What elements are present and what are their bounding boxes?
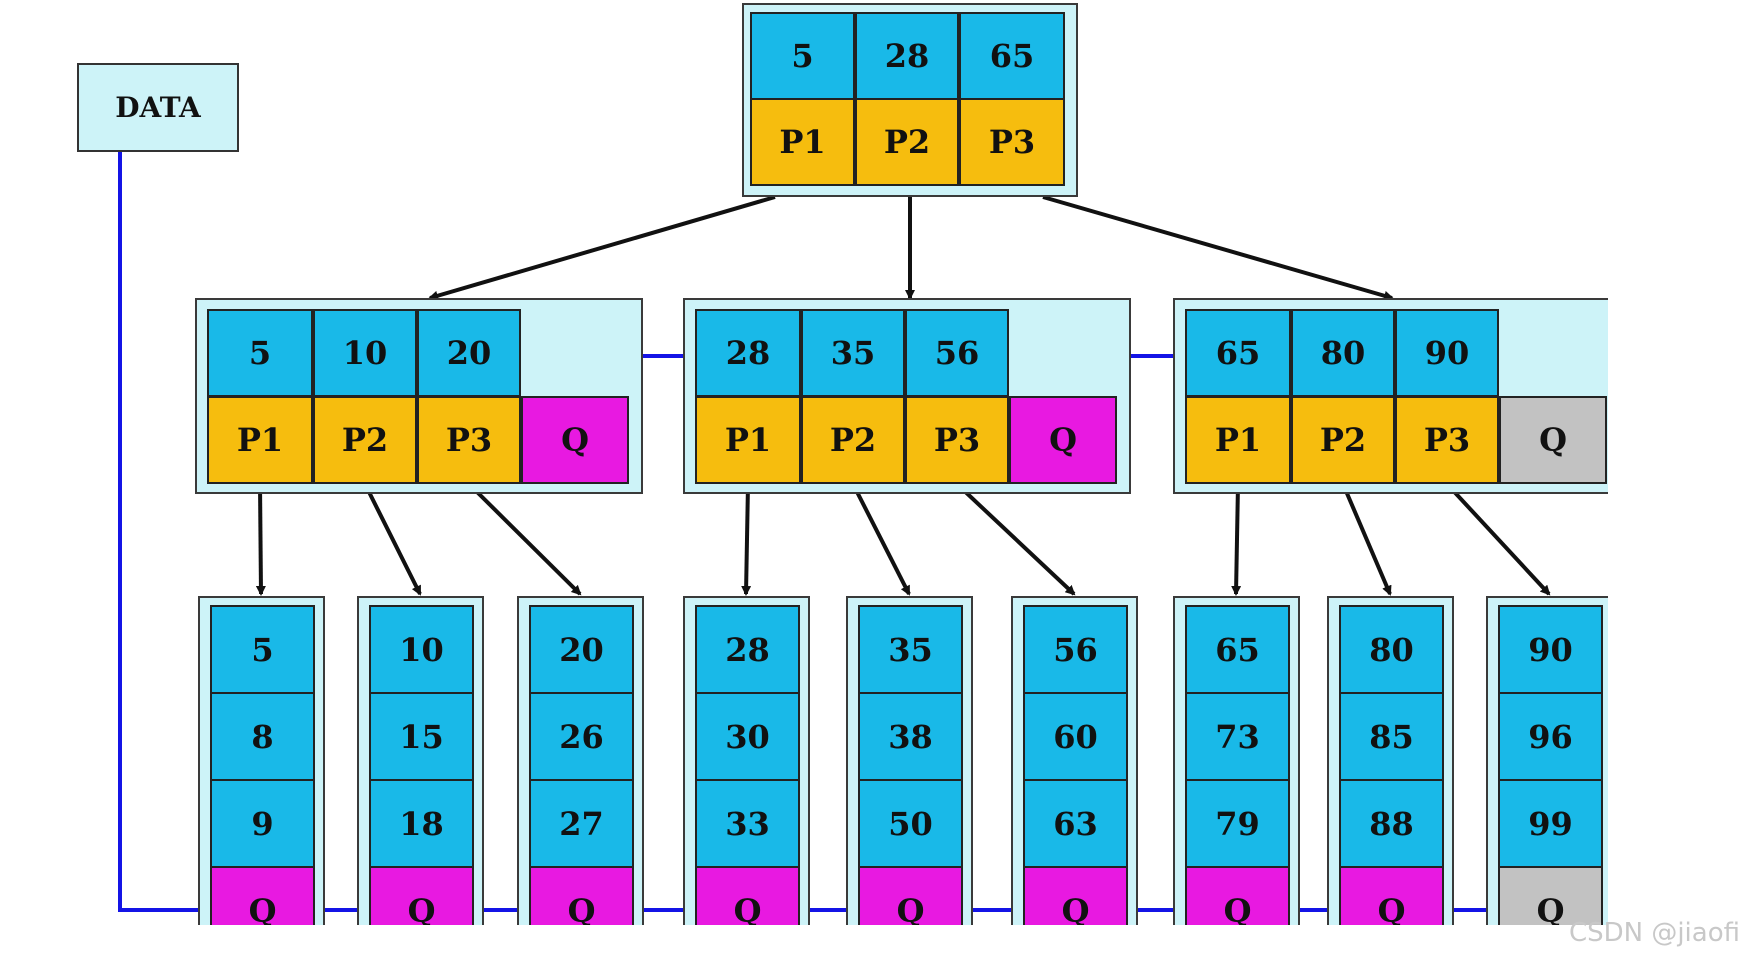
- watermark: CSDN @jiaofi: [1568, 918, 1740, 948]
- leaf-key: 9: [210, 779, 315, 868]
- internal-pointer: P2: [313, 396, 417, 484]
- leaf-key: 96: [1498, 692, 1603, 781]
- leaf-next-link: Q: [529, 866, 634, 925]
- leaf-key: 10: [369, 605, 474, 694]
- internal-child-arrow: [851, 483, 911, 596]
- internal-key: 90: [1395, 309, 1499, 397]
- internal-child-arrow: [363, 483, 422, 596]
- internal-key: 56: [905, 309, 1009, 397]
- internal-child-arrow: [741, 483, 752, 596]
- root-key: 28: [855, 12, 959, 100]
- internal-next-link: Q: [1499, 396, 1607, 484]
- internal-pointer: P1: [695, 396, 801, 484]
- internal-pointer: P2: [1291, 396, 1395, 484]
- internal-child-arrow: [1341, 483, 1392, 596]
- data-label: DATA: [115, 91, 201, 124]
- internal-child-arrow: [255, 483, 266, 596]
- leaf-key: 15: [369, 692, 474, 781]
- leaf-key: 28: [695, 605, 800, 694]
- leaf-key: 26: [529, 692, 634, 781]
- leaf-next-link: Q: [1185, 866, 1290, 925]
- root-child-arrow: [428, 195, 776, 301]
- internal-pointer: P2: [801, 396, 905, 484]
- data-label-box: DATA: [77, 63, 239, 152]
- internal-child-arrow: [1445, 482, 1551, 596]
- internal-key: 65: [1185, 309, 1291, 397]
- leaf-next-link: Q: [1339, 866, 1444, 925]
- internal-child-arrow: [1231, 483, 1242, 596]
- root-key: 5: [750, 12, 855, 100]
- internal-key: 80: [1291, 309, 1395, 397]
- internal-pointer: P3: [417, 396, 521, 484]
- leaf-key: 35: [858, 605, 963, 694]
- root-pointer: P1: [750, 98, 855, 186]
- internal-key: 20: [417, 309, 521, 397]
- internal-next-link: Q: [521, 396, 629, 484]
- leaf-key: 85: [1339, 692, 1444, 781]
- leaf-next-link: Q: [1498, 866, 1603, 925]
- leaf-key: 50: [858, 779, 963, 868]
- internal-next-link: Q: [1009, 396, 1117, 484]
- leaf-key: 65: [1185, 605, 1290, 694]
- leaf-key: 63: [1023, 779, 1128, 868]
- leaf-key: 38: [858, 692, 963, 781]
- leaf-key: 8: [210, 692, 315, 781]
- internal-pointer: P1: [207, 396, 313, 484]
- internal-pointer: P3: [905, 396, 1009, 484]
- leaf-key: 73: [1185, 692, 1290, 781]
- internal-key: 35: [801, 309, 905, 397]
- leaf-key: 60: [1023, 692, 1128, 781]
- leaf-next-link: Q: [210, 866, 315, 925]
- internal-child-arrow: [467, 482, 582, 596]
- leaf-next-link: Q: [858, 866, 963, 925]
- internal-pointer: P3: [1395, 396, 1499, 484]
- leaf-next-link: Q: [369, 866, 474, 925]
- internal-child-arrow: [955, 482, 1076, 596]
- leaf-key: 56: [1023, 605, 1128, 694]
- internal-key: 5: [207, 309, 313, 397]
- root-key: 65: [959, 12, 1065, 100]
- leaf-key: 80: [1339, 605, 1444, 694]
- root-pointer: P2: [855, 98, 959, 186]
- leaf-next-link: Q: [1023, 866, 1128, 925]
- leaf-key: 20: [529, 605, 634, 694]
- leaf-key: 88: [1339, 779, 1444, 868]
- internal-pointer: P1: [1185, 396, 1291, 484]
- data-entry-arrow: [118, 152, 210, 916]
- leaf-key: 27: [529, 779, 634, 868]
- leaf-key: 30: [695, 692, 800, 781]
- internal-key: 28: [695, 309, 801, 397]
- root-child-arrow: [1042, 195, 1394, 301]
- leaf-key: 18: [369, 779, 474, 868]
- internal-key: 10: [313, 309, 417, 397]
- root-pointer: P3: [959, 98, 1065, 186]
- leaf-key: 79: [1185, 779, 1290, 868]
- leaf-key: 90: [1498, 605, 1603, 694]
- leaf-next-link: Q: [695, 866, 800, 925]
- leaf-key: 5: [210, 605, 315, 694]
- leaf-key: 33: [695, 779, 800, 868]
- leaf-key: 99: [1498, 779, 1603, 868]
